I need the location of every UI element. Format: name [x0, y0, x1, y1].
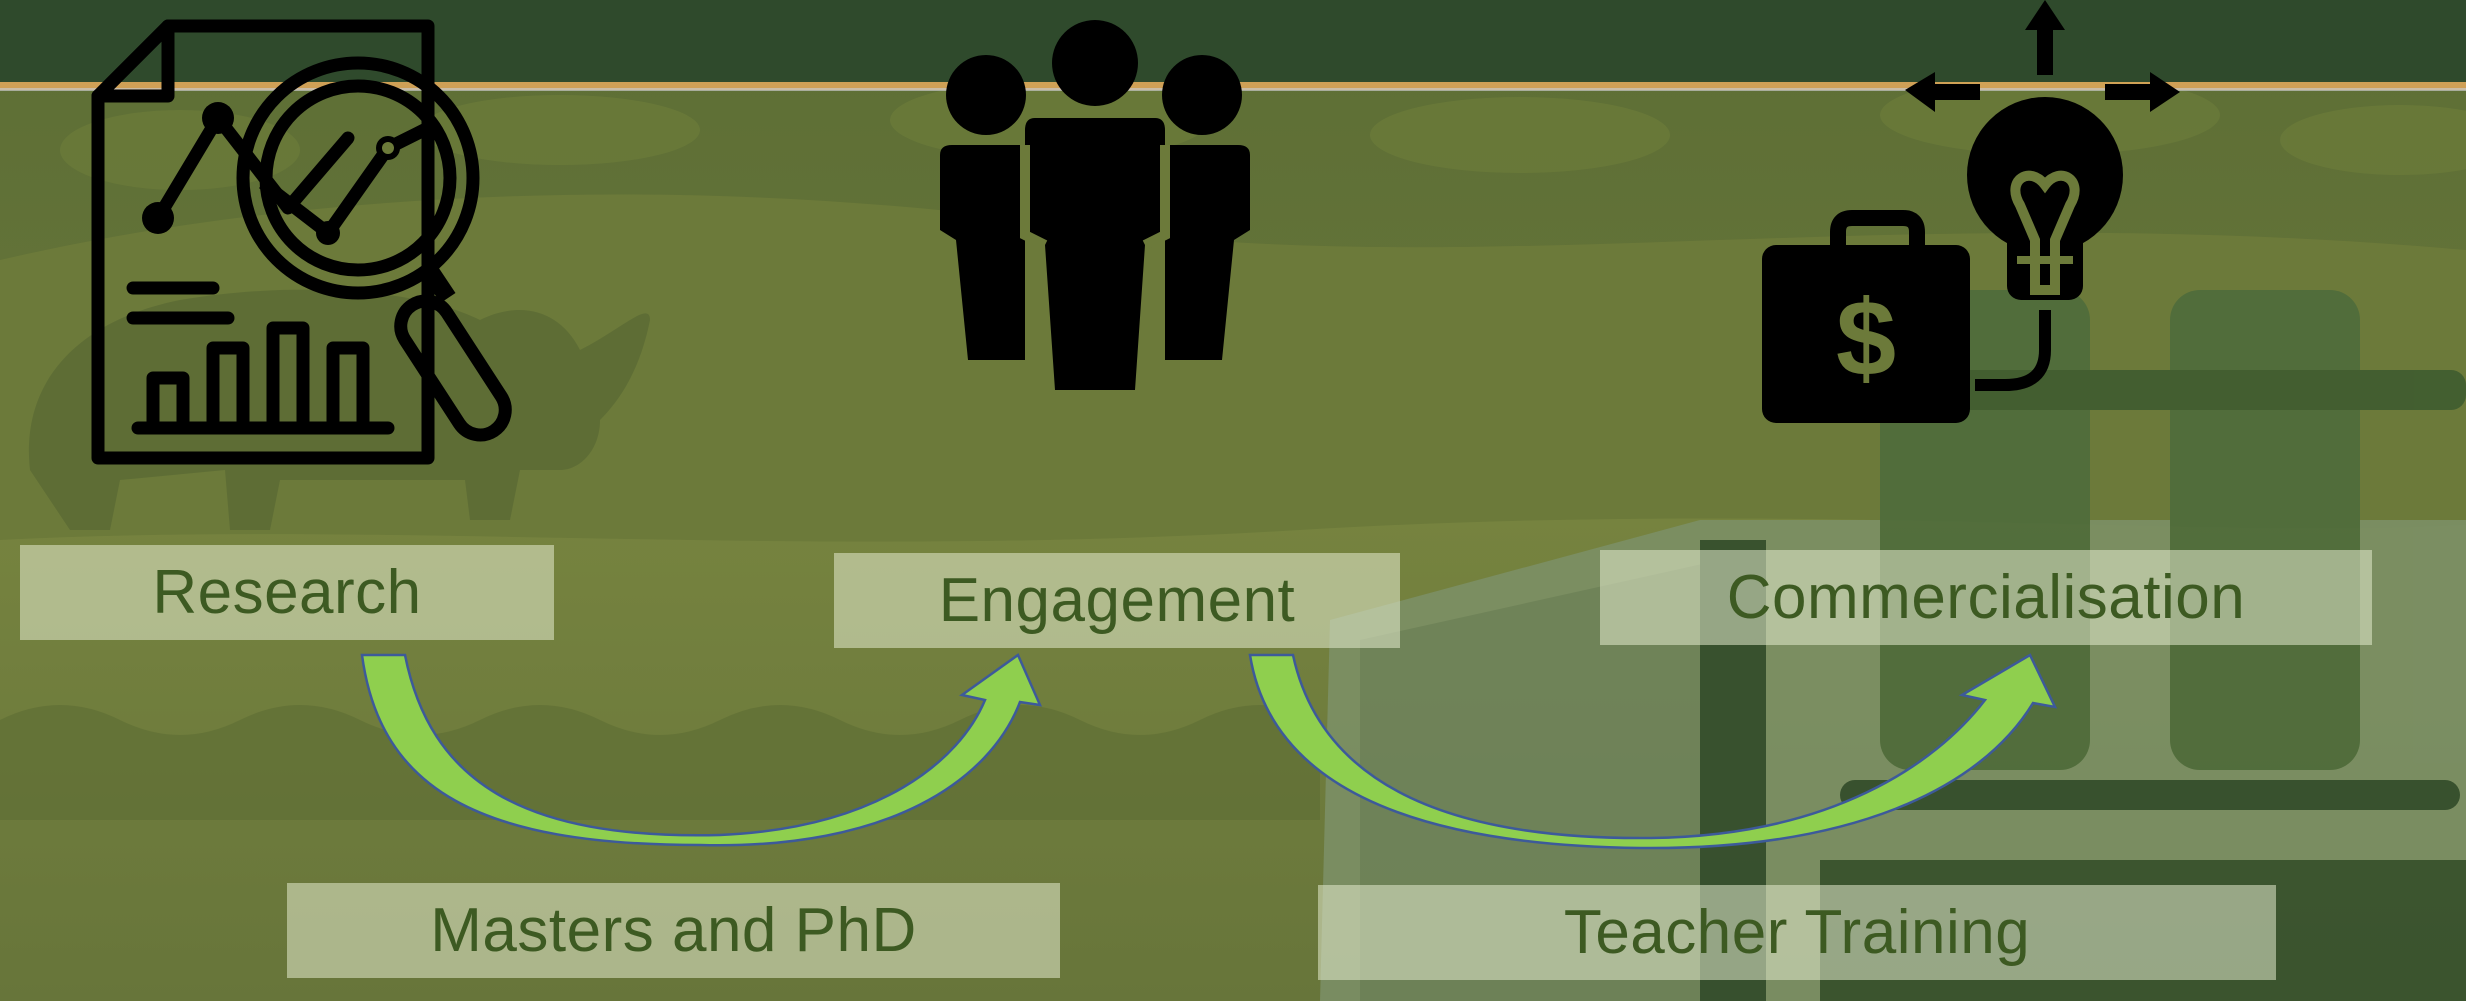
- stage-label-commercialisation: Commercialisation: [1600, 550, 2372, 645]
- briefcase-lightbulb-icon: $: [1762, 0, 2180, 423]
- stage-label-engagement: Engagement: [834, 553, 1400, 648]
- stage-label-research: Research: [20, 545, 554, 640]
- arrow-research-to-engagement: [360, 653, 1043, 847]
- people-group-icon: [940, 20, 1250, 390]
- research-report-magnifier-icon: [91, 19, 512, 465]
- arrow-engagement-to-commercialisation: [1248, 653, 2058, 850]
- dollar-sign-icon: $: [1836, 277, 1896, 398]
- transition-label-masters-phd: Masters and PhD: [287, 883, 1060, 978]
- transition-label-teacher-training: Teacher Training: [1318, 885, 2276, 980]
